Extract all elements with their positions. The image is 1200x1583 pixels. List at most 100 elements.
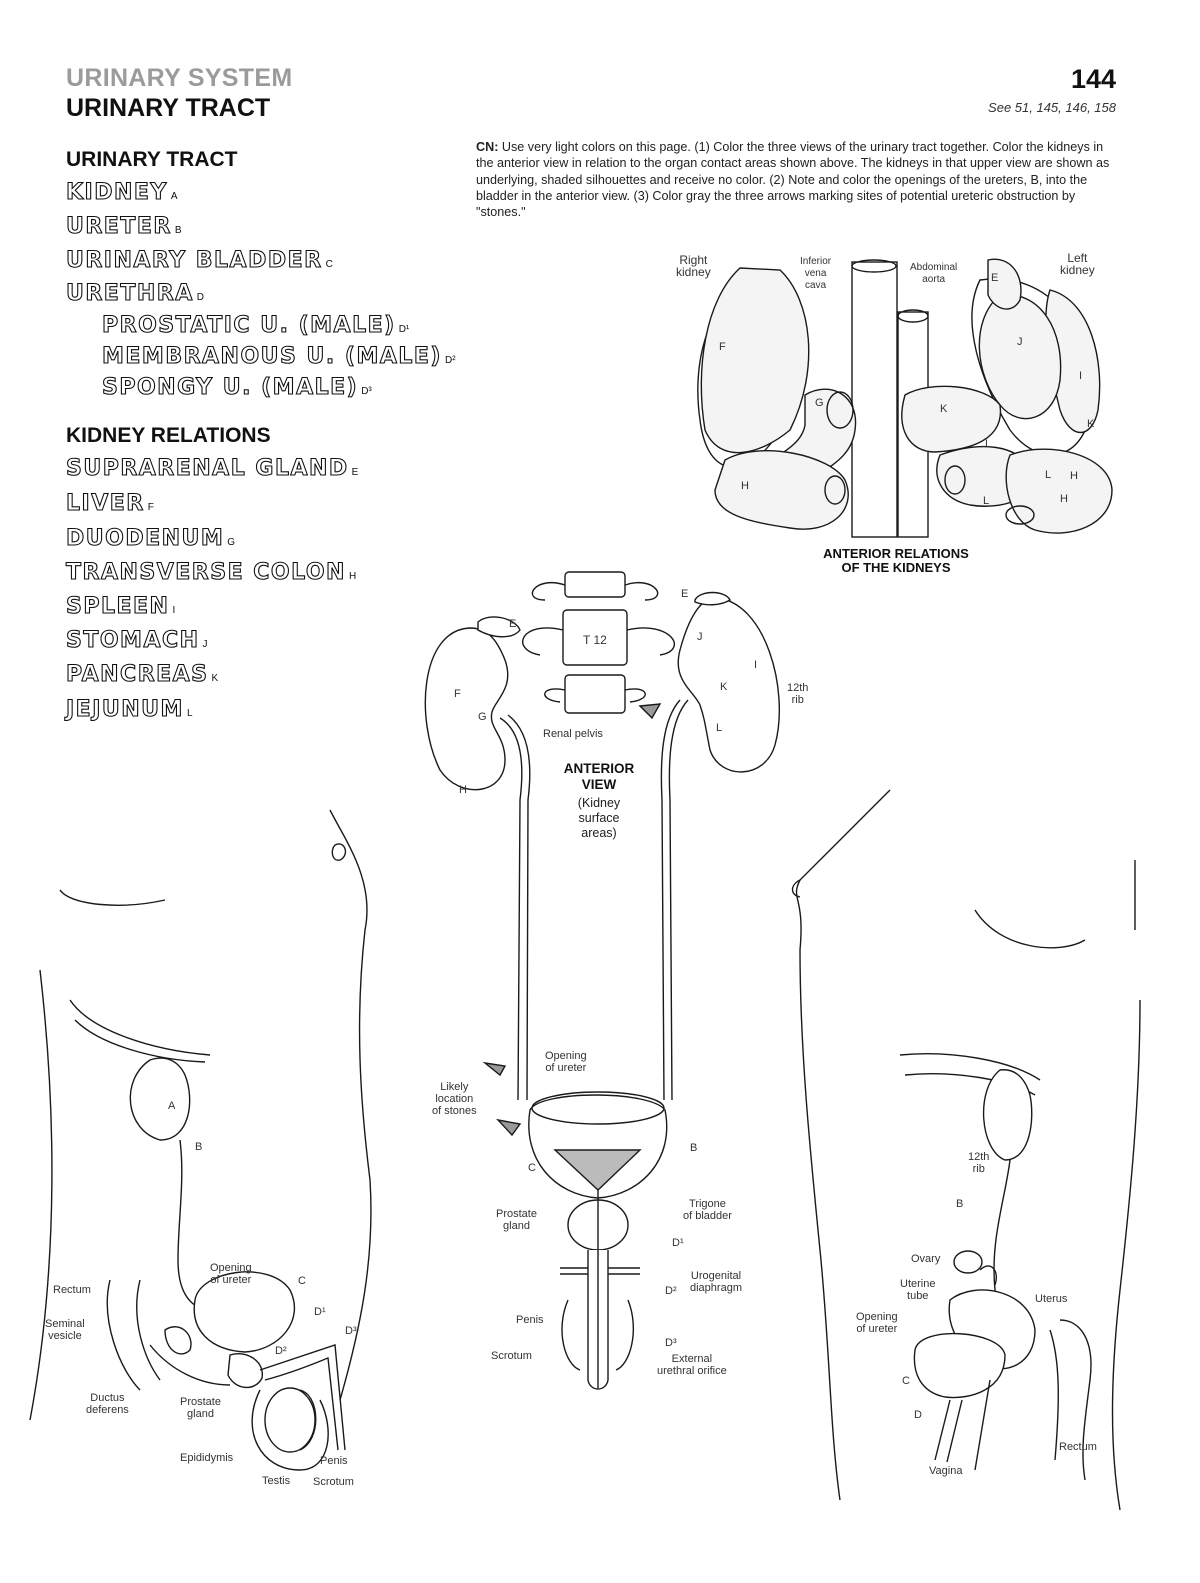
rib-left-12 (522, 627, 564, 656)
anterior-view-subtitle: (Kidney surface areas) (577, 796, 621, 840)
rib-right-11 (624, 582, 659, 601)
bladder-rim (531, 1091, 665, 1125)
transverse-process-right (624, 688, 646, 703)
suprarenal-shape (987, 258, 1022, 310)
label-rectum-male: Rectum (53, 1284, 91, 1296)
av-letter-f: F (454, 688, 461, 700)
av-letter-l: L (716, 722, 723, 734)
av-letter-e-left-kidney: E (681, 588, 689, 600)
list-item-spongy-urethra: SPONGY U. (MALE)D³ (101, 374, 372, 400)
label-testis: Testis (262, 1475, 291, 1487)
male-epididymis (299, 1389, 317, 1451)
female-letter-d: D (914, 1409, 922, 1421)
female-vagina (934, 1379, 991, 1471)
female-shoulder-line (974, 909, 1086, 949)
female-bladder (913, 1332, 1006, 1399)
female-letter-c: C (902, 1375, 910, 1387)
male-letter-b: B (195, 1141, 203, 1153)
label-uterine-tube: Uterine tube (900, 1278, 936, 1302)
label-t12: T 12 (583, 633, 607, 647)
av-letter-k: K (720, 681, 728, 693)
label-vagina: Vagina (929, 1465, 963, 1477)
male-body-outline-right (329, 809, 372, 1401)
right-ureter-anterior-inner (507, 714, 531, 1101)
ar-letter-k-center: K (940, 403, 948, 415)
male-body-outline-left (29, 889, 166, 1421)
label-urogenital-diaphragm: Urogenital diaphragm (690, 1270, 742, 1294)
male-letter-c: C (298, 1275, 306, 1287)
male-nipple (331, 843, 347, 861)
right-ureter-anterior (499, 717, 523, 1101)
av-letter-d2: D² (665, 1285, 677, 1297)
colon-right-lumen (824, 475, 846, 505)
liver-shape (700, 267, 810, 454)
ar-letter-l-3: L (1045, 469, 1052, 481)
ar-letter-k-right: K (1087, 418, 1095, 430)
female-rectum (1049, 1319, 1092, 1481)
female-body-outline-right (1111, 860, 1141, 1511)
anterior-relations-drawing (697, 258, 1113, 538)
label-opening-of-ureter-anterior: Opening of ureter (545, 1050, 587, 1074)
label-rectum-female: Rectum (1059, 1441, 1097, 1453)
male-prostate (227, 1353, 263, 1389)
av-letter-j: J (697, 631, 703, 643)
cn-text: Use very light colors on this page. (1) … (476, 140, 1110, 220)
vertebra-lower (564, 674, 626, 714)
female-kidney (982, 1069, 1033, 1161)
aorta-lumen (897, 309, 929, 323)
ar-letter-l-1: L (985, 438, 992, 450)
transverse-process-left (544, 688, 566, 703)
right-suprarenal (477, 616, 521, 638)
list-item-membranous-urethra: MEMBRANOUS U. (MALE)D² (101, 343, 456, 369)
male-letter-a: A (168, 1100, 176, 1112)
label-left-kidney: Left kidney (1060, 251, 1095, 277)
label-ductus-deferens: Ductus deferens (86, 1392, 129, 1416)
label-prostate-anterior: Prostate gland (496, 1208, 537, 1232)
av-letter-h: H (459, 784, 467, 796)
bladder-trigone (553, 1149, 642, 1191)
transverse-colon-right (714, 450, 849, 530)
left-ureter-anterior (668, 699, 689, 1101)
label-stone-location: Likely location of stones (432, 1081, 477, 1117)
ar-letter-e: E (991, 272, 999, 284)
ar-letter-f: F (719, 341, 726, 353)
label-scrotum-anterior: Scrotum (491, 1350, 532, 1362)
left-suprarenal (694, 591, 731, 606)
female-body-outline-left (795, 789, 891, 1501)
male-letter-d3: D³ (345, 1325, 357, 1337)
kidney-relations-heading: KIDNEY RELATIONS (66, 424, 271, 447)
label-penis-anterior: Penis (516, 1314, 544, 1326)
label-renal-pelvis: Renal pelvis (543, 728, 603, 740)
stomach-shape (978, 293, 1062, 420)
inferior-vena-cava (851, 261, 898, 538)
transverse-colon-left (1005, 448, 1113, 534)
label-ovary: Ovary (911, 1253, 941, 1265)
label-12th-rib-female: 12th rib (968, 1151, 990, 1175)
female-ovary (953, 1250, 983, 1274)
male-view-drawing (29, 809, 372, 1471)
vertebra-t12 (562, 609, 628, 666)
coloring-instructions: CN: Use very light colors on this page. … (476, 139, 1116, 220)
label-external-urethral-orifice: External urethral orifice (657, 1353, 727, 1377)
duodenum-lumen (826, 391, 854, 429)
rib-right-12 (626, 627, 675, 656)
label-aorta: Abdominal aorta (910, 262, 958, 285)
male-rib-arc (69, 999, 211, 1063)
male-ureter (177, 1139, 206, 1311)
av-letter-b: B (690, 1142, 698, 1154)
male-bladder (193, 1271, 296, 1353)
anterior-view-drawing (424, 571, 781, 1390)
av-letter-c: C (528, 1162, 536, 1174)
urinary-tract-heading: URINARY TRACT (66, 148, 238, 171)
